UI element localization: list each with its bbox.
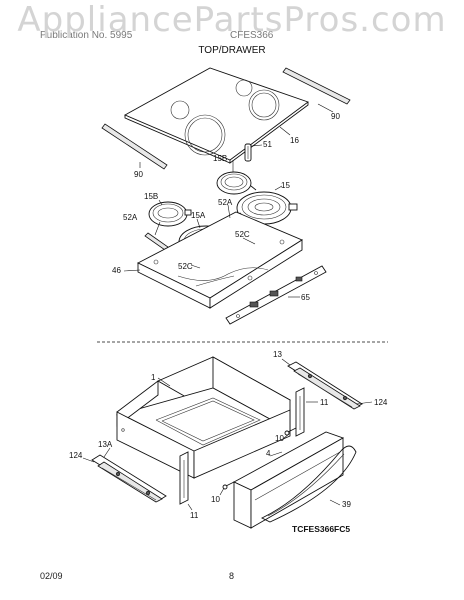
label-11-right: 11: [320, 398, 329, 407]
label-52c-right: 52C: [235, 230, 250, 239]
label-16: 16: [290, 136, 299, 145]
label-10-bottom: 10: [211, 495, 220, 504]
watermark: AppliancePartsPros.com: [17, 0, 447, 40]
label-1: 1: [151, 373, 156, 382]
bracket-52a-left: [144, 232, 169, 251]
footer-page-number: 8: [229, 571, 235, 581]
label-90-left: 90: [134, 170, 143, 179]
label-15b-left: 15B: [144, 192, 158, 201]
label-11-bottom: 11: [190, 511, 199, 520]
label-39: 39: [342, 500, 351, 509]
label-13a: 13A: [98, 440, 113, 449]
drawer-handle: [260, 445, 357, 523]
burner-box: [136, 211, 303, 309]
label-15b-top: 15B: [213, 154, 227, 163]
screw-10-right: [284, 427, 297, 436]
label-52c-left: 52C: [178, 262, 193, 271]
drawer-front-panel: [233, 431, 345, 529]
trim-strip-right: [282, 67, 351, 105]
label-4: 4: [266, 449, 271, 458]
trim-strip-left: [101, 123, 168, 170]
label-124-right: 124: [374, 398, 388, 407]
drawer-slide-left: [91, 454, 167, 503]
label-52a-left: 52A: [123, 213, 138, 222]
drawer-slide-right: [287, 361, 363, 410]
side-rail-right: [295, 387, 305, 437]
connector-51: [244, 143, 252, 162]
label-13-top: 13: [273, 350, 282, 359]
label-15: 15: [281, 181, 290, 190]
cooktop-glass: [123, 67, 309, 164]
label-65: 65: [301, 293, 310, 302]
label-51: 51: [263, 140, 272, 149]
element-15b-top: [216, 171, 257, 195]
header-model: CFES366: [230, 30, 274, 41]
element-15b-left: [148, 201, 192, 227]
label-10-right: 10: [275, 434, 284, 443]
footer-date: 02/09: [40, 571, 63, 581]
label-46: 46: [112, 266, 121, 275]
label-124-left: 124: [69, 451, 83, 460]
label-15a: 15A: [191, 211, 206, 220]
drawer-body: [115, 356, 292, 479]
diagram-title: TOP/DRAWER: [198, 45, 266, 56]
element-15: [236, 191, 298, 225]
label-52a-top: 52A: [218, 198, 233, 207]
side-rail-left: [179, 451, 189, 505]
label-90-right: 90: [331, 112, 340, 121]
terminal-bracket: [225, 265, 327, 325]
screw-10-bottom: [222, 481, 235, 490]
model-code: TCFES366FC5: [292, 524, 350, 534]
header-publication: Publication No. 5995: [40, 30, 133, 41]
